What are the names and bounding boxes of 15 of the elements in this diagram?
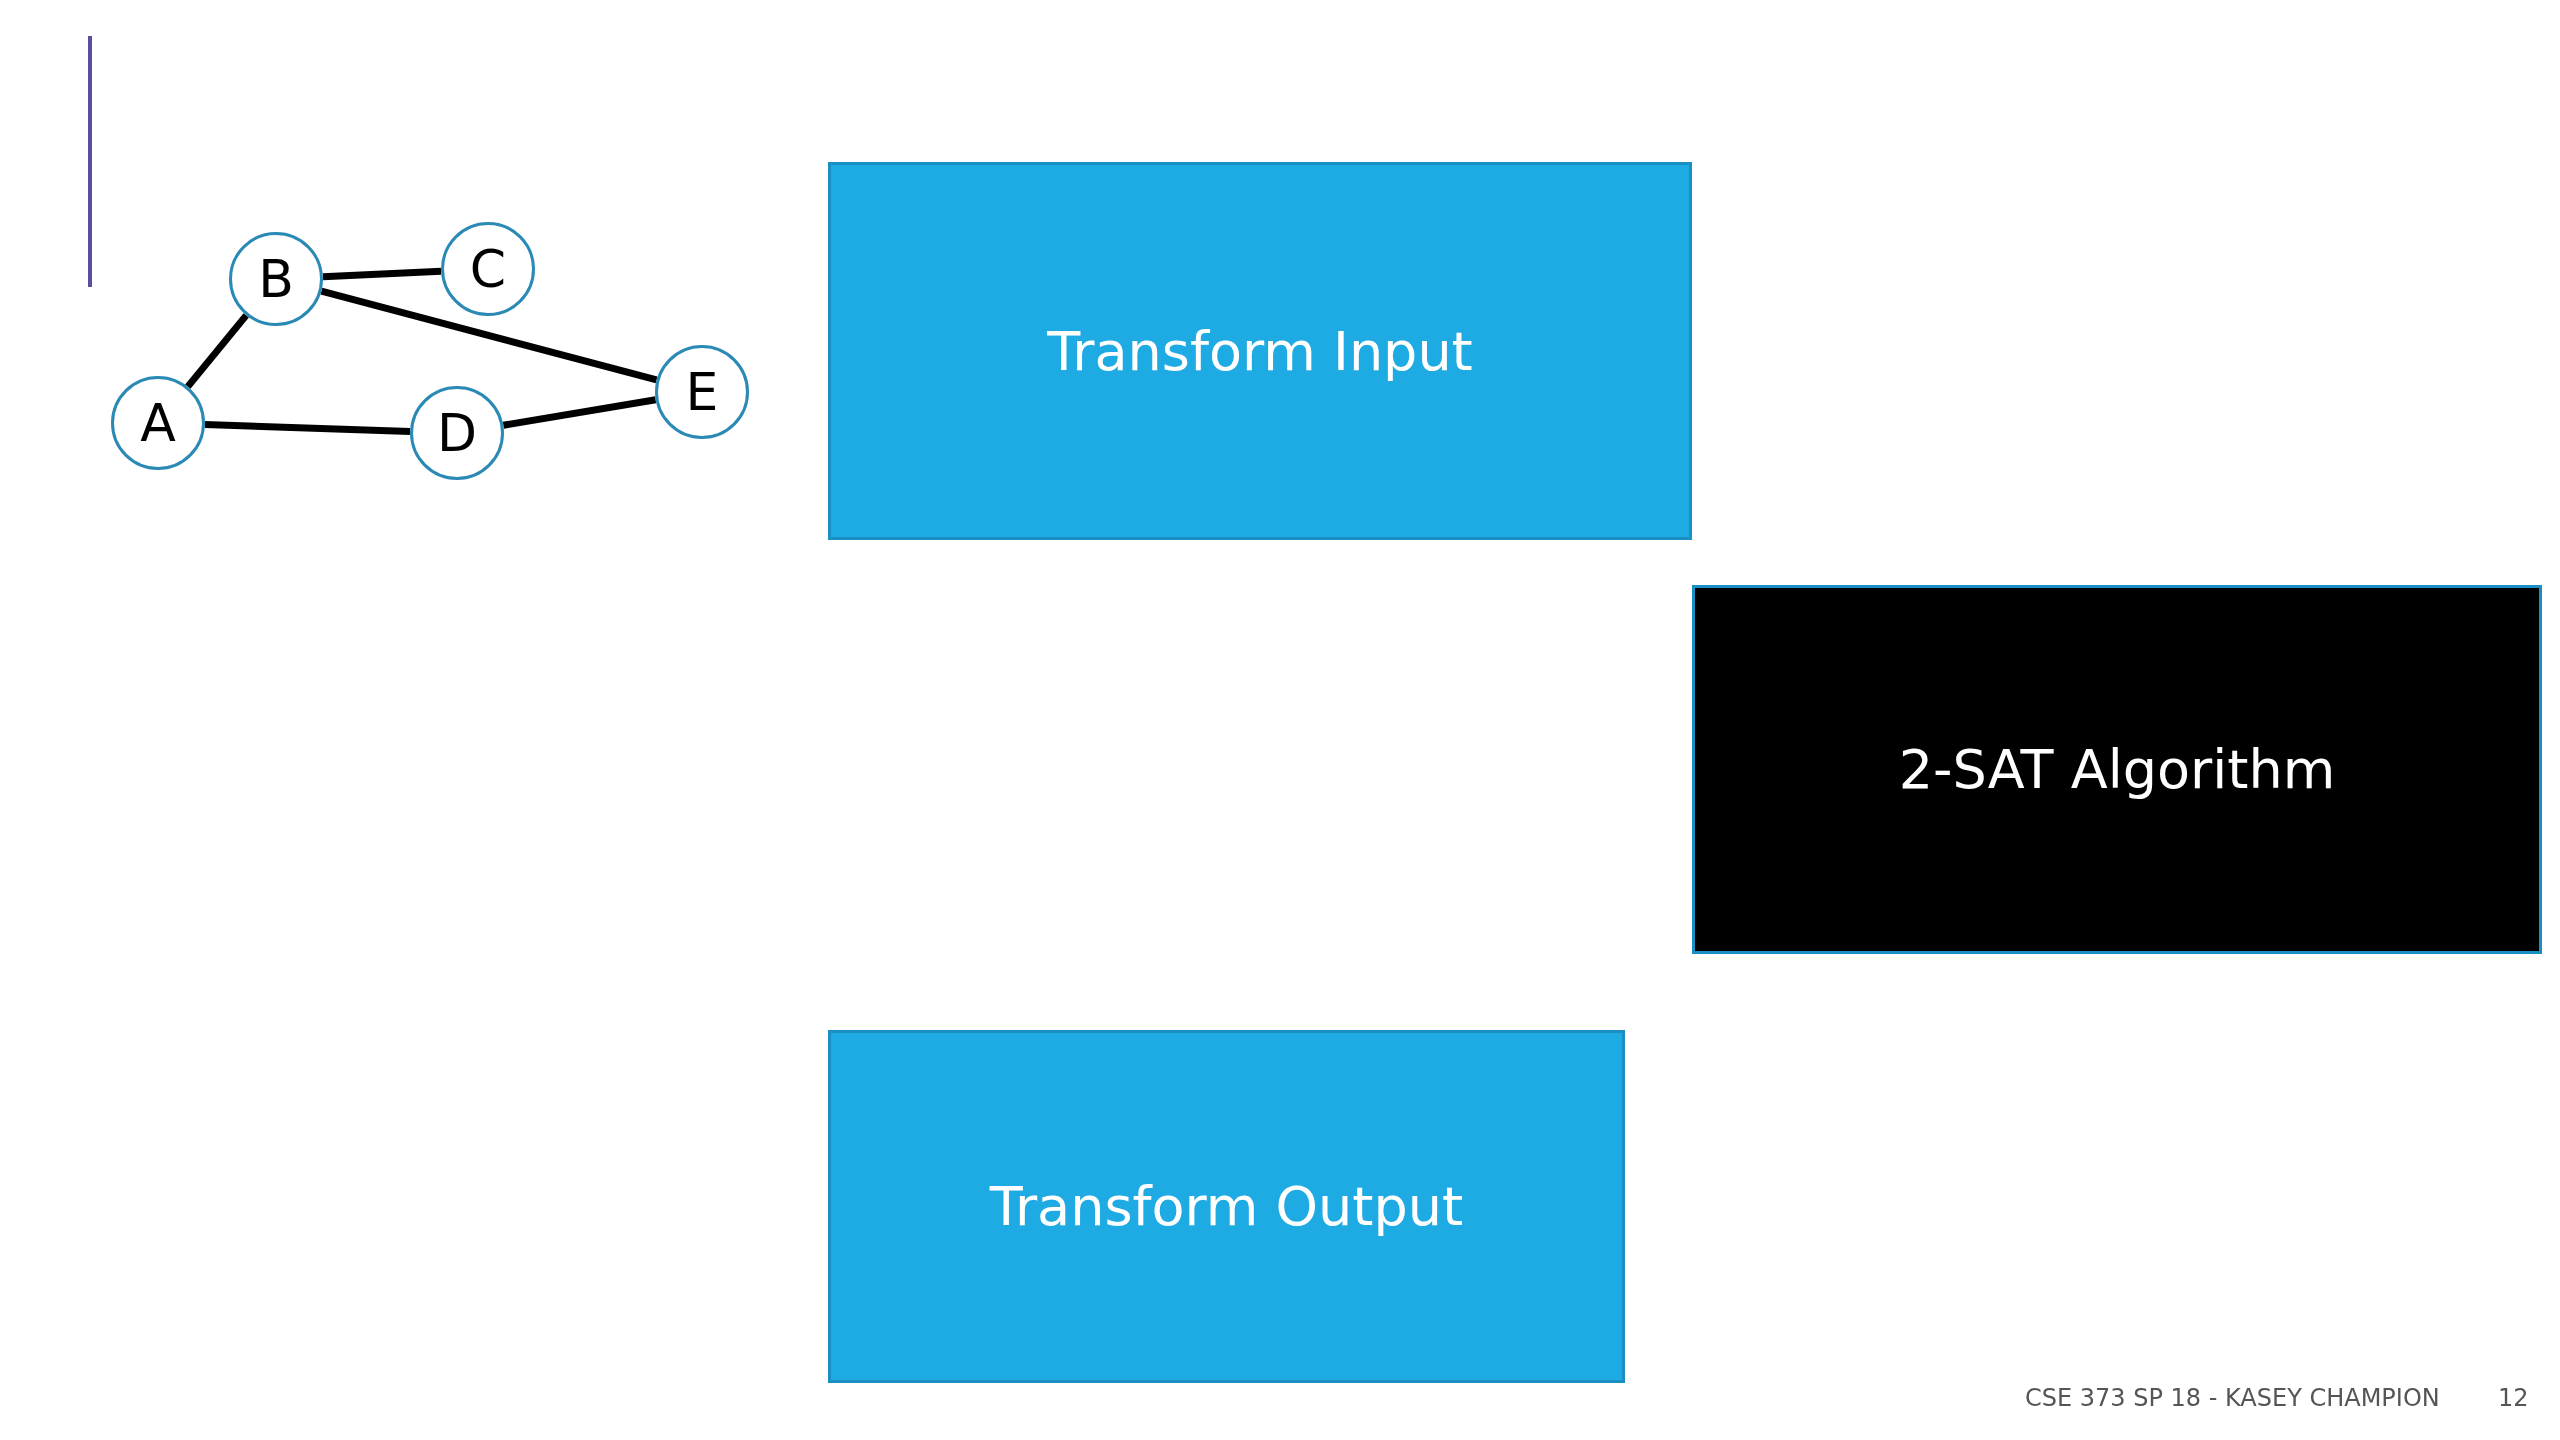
vertex-circle: E: [655, 345, 749, 439]
process-box: Transform Input: [828, 162, 1692, 540]
footer-text: CSE 373 SP 18 - KASEY CHAMPION: [2025, 1384, 2440, 1412]
graph-edge: [320, 287, 658, 384]
graph-edge: [185, 313, 249, 389]
vertex-circle: B: [229, 232, 323, 326]
graph-edge: [204, 421, 411, 435]
vertex-circle: D: [410, 386, 504, 480]
vertex-circle: C: [441, 222, 535, 316]
graph-edge: [322, 267, 442, 281]
graph-edge: [502, 396, 657, 429]
process-box: 2-SAT Algorithm: [1692, 585, 2542, 954]
process-box: Transform Output: [828, 1030, 1625, 1383]
vertex-circle: A: [111, 376, 205, 470]
page-number: 12: [2498, 1384, 2529, 1412]
